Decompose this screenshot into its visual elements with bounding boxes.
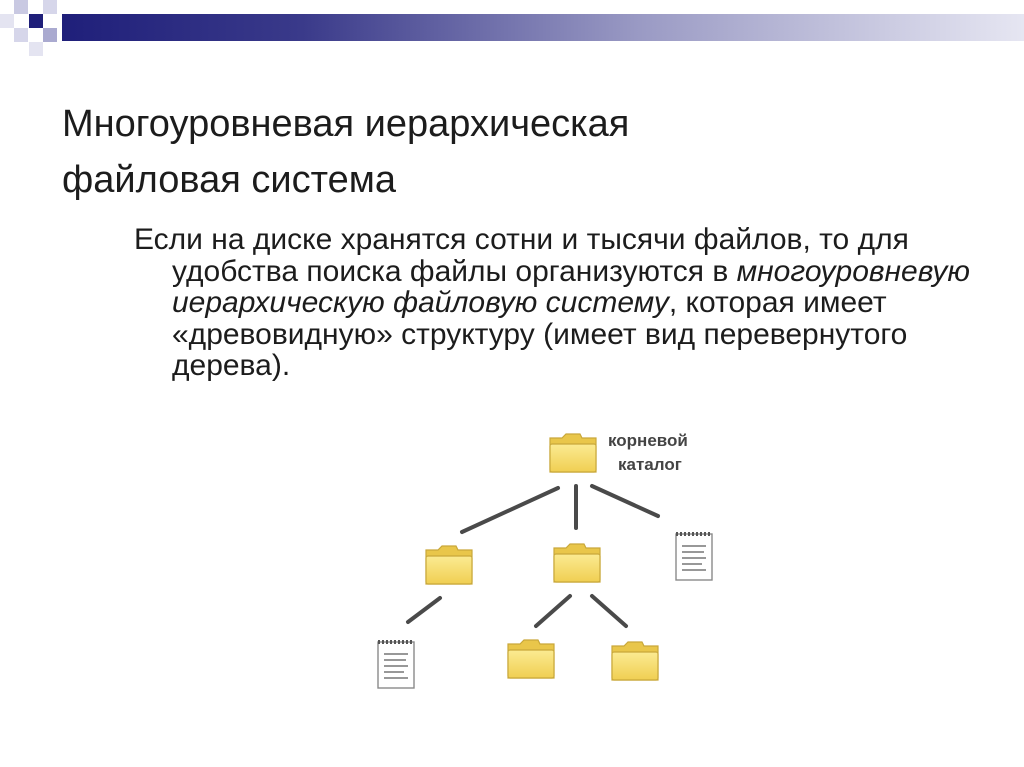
deco-square bbox=[14, 28, 28, 42]
folder-icon bbox=[425, 545, 473, 585]
slide-title: Многоуровневая иерархическая файловая си… bbox=[62, 96, 942, 208]
slide-body: Если на диске хранятся сотни и тысячи фа… bbox=[134, 224, 994, 382]
folder-icon bbox=[611, 641, 659, 681]
deco-square bbox=[14, 0, 28, 14]
header-gradient-bar bbox=[62, 14, 1024, 41]
paragraph-emphasis: многоуровневую иерархическую файловую си… bbox=[172, 254, 970, 319]
tree-edge bbox=[590, 484, 660, 518]
folder-icon bbox=[549, 433, 597, 473]
tree-edge bbox=[460, 486, 560, 534]
title-line-1: Многоуровневая иерархическая bbox=[62, 103, 630, 145]
paragraph-text-end: , которая имеет «древовидную» структуру … bbox=[172, 286, 908, 382]
deco-square bbox=[0, 14, 14, 28]
tree-edge bbox=[590, 594, 628, 628]
folder-icon bbox=[507, 639, 555, 679]
root-label-line-1: корневой bbox=[608, 431, 688, 450]
tree-edge bbox=[534, 594, 572, 628]
tree-edge bbox=[406, 596, 442, 624]
root-label-line-2: каталог bbox=[618, 455, 682, 474]
deco-square bbox=[43, 28, 57, 42]
description-paragraph: Если на диске хранятся сотни и тысячи фа… bbox=[134, 224, 994, 382]
deco-square bbox=[43, 0, 57, 14]
title-line-2: файловая система bbox=[62, 159, 396, 201]
deco-square bbox=[29, 14, 43, 28]
document-icon bbox=[674, 532, 714, 582]
paragraph-text-start: Если на диске хранятся сотни и тысячи фа… bbox=[134, 223, 909, 288]
folder-icon bbox=[553, 543, 601, 583]
file-tree-diagram: корневой каталог bbox=[376, 431, 714, 690]
header-decoration bbox=[0, 0, 1024, 60]
document-icon bbox=[376, 640, 416, 690]
deco-square bbox=[29, 42, 43, 56]
